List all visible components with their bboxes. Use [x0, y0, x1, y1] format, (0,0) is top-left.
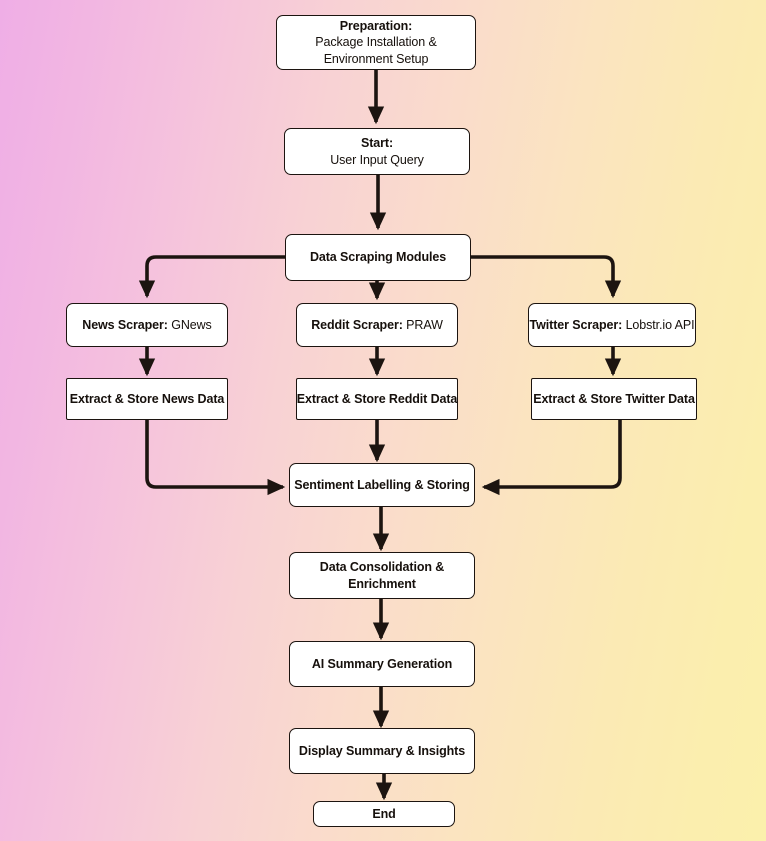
node-display-summary[interactable]: Display Summary & Insights [289, 728, 475, 774]
node-reddit-scraper-value: PRAW [406, 317, 443, 332]
node-data-scraping-modules-label: Data Scraping Modules [309, 250, 447, 265]
node-end[interactable]: End [313, 801, 455, 827]
node-start-line1: User Input Query [330, 152, 424, 167]
edge-extract-twitter-to-sentiment [481, 420, 622, 496]
edge-extract-news-to-sentiment [145, 420, 286, 496]
node-news-scraper[interactable]: News Scraper: GNews [66, 303, 228, 347]
node-data-consolidation[interactable]: Data Consolidation & Enrichment [289, 552, 475, 599]
node-extract-twitter[interactable]: Extract & Store Twitter Data [531, 378, 697, 420]
node-data-consolidation-line1: Data Consolidation & [319, 560, 445, 574]
node-data-consolidation-line2: Enrichment [348, 576, 416, 591]
node-display-summary-label: Display Summary & Insights [298, 743, 466, 758]
node-extract-news[interactable]: Extract & Store News Data [66, 378, 228, 420]
node-start-title: Start: [360, 136, 394, 150]
node-data-scraping-modules[interactable]: Data Scraping Modules [285, 234, 471, 281]
node-preparation-title: Preparation: [339, 18, 413, 33]
node-start[interactable]: Start: User Input Query [284, 128, 470, 175]
node-ai-summary-label: AI Summary Generation [311, 656, 453, 671]
node-twitter-scraper[interactable]: Twitter Scraper: Lobstr.io API [528, 303, 696, 347]
node-sentiment-labelling-label: Sentiment Labelling & Storing [294, 477, 470, 492]
edge-scraping-to-news [138, 255, 285, 299]
node-twitter-scraper-value: Lobstr.io API [625, 317, 695, 332]
node-reddit-scraper[interactable]: Reddit Scraper: PRAW [296, 303, 458, 347]
node-end-label: End [372, 806, 396, 821]
node-reddit-scraper-title: Reddit Scraper: [311, 317, 403, 332]
node-extract-news-label: Extract & Store News Data [69, 391, 225, 406]
node-extract-reddit-label: Extract & Store Reddit Data [296, 391, 458, 406]
node-ai-summary[interactable]: AI Summary Generation [289, 641, 475, 687]
node-extract-reddit[interactable]: Extract & Store Reddit Data [296, 378, 458, 420]
node-sentiment-labelling[interactable]: Sentiment Labelling & Storing [289, 463, 475, 507]
edge-scraping-to-twitter [470, 255, 622, 299]
node-news-scraper-value: GNews [171, 317, 212, 332]
node-preparation-line1: Package Installation & [315, 35, 437, 50]
node-twitter-scraper-title: Twitter Scraper: [529, 317, 623, 332]
node-preparation-line2: Environment Setup [323, 51, 429, 66]
node-extract-twitter-label: Extract & Store Twitter Data [533, 391, 695, 406]
node-news-scraper-title: News Scraper: [82, 317, 168, 332]
node-preparation[interactable]: Preparation: Package Installation & Envi… [276, 15, 476, 70]
